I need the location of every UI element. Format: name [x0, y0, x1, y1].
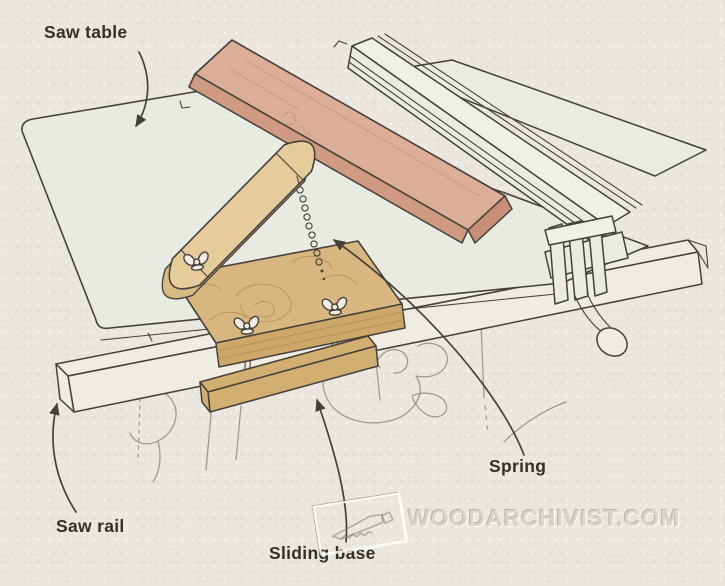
- workpiece-board: [188, 39, 513, 244]
- saw-table-arrow: [135, 51, 149, 128]
- sliding-base-jig: [161, 140, 406, 413]
- label-saw-table: Saw table: [44, 22, 128, 42]
- fence-base-plate: [391, 59, 707, 177]
- handsaw-logo-icon: [312, 492, 408, 556]
- saw-rail-arrow: [49, 402, 77, 513]
- spring-arrow: [332, 239, 525, 456]
- label-arrows: [49, 51, 525, 543]
- label-saw-rail: Saw rail: [56, 516, 125, 536]
- plywood-base: [171, 240, 406, 368]
- fence-lock-handle: [574, 292, 628, 357]
- sliding-base-arrow: [315, 398, 348, 543]
- handsaw-glyph: [331, 511, 394, 540]
- rip-fence: [333, 33, 643, 251]
- label-sliding-base: Sliding base: [269, 543, 376, 563]
- fence-clamp: [544, 215, 629, 357]
- watermark-text: WOODARCHIVIST.COM: [408, 505, 681, 531]
- clamp-bar: [199, 335, 379, 413]
- spring-coil: [296, 175, 326, 281]
- label-spring: Spring: [489, 456, 547, 476]
